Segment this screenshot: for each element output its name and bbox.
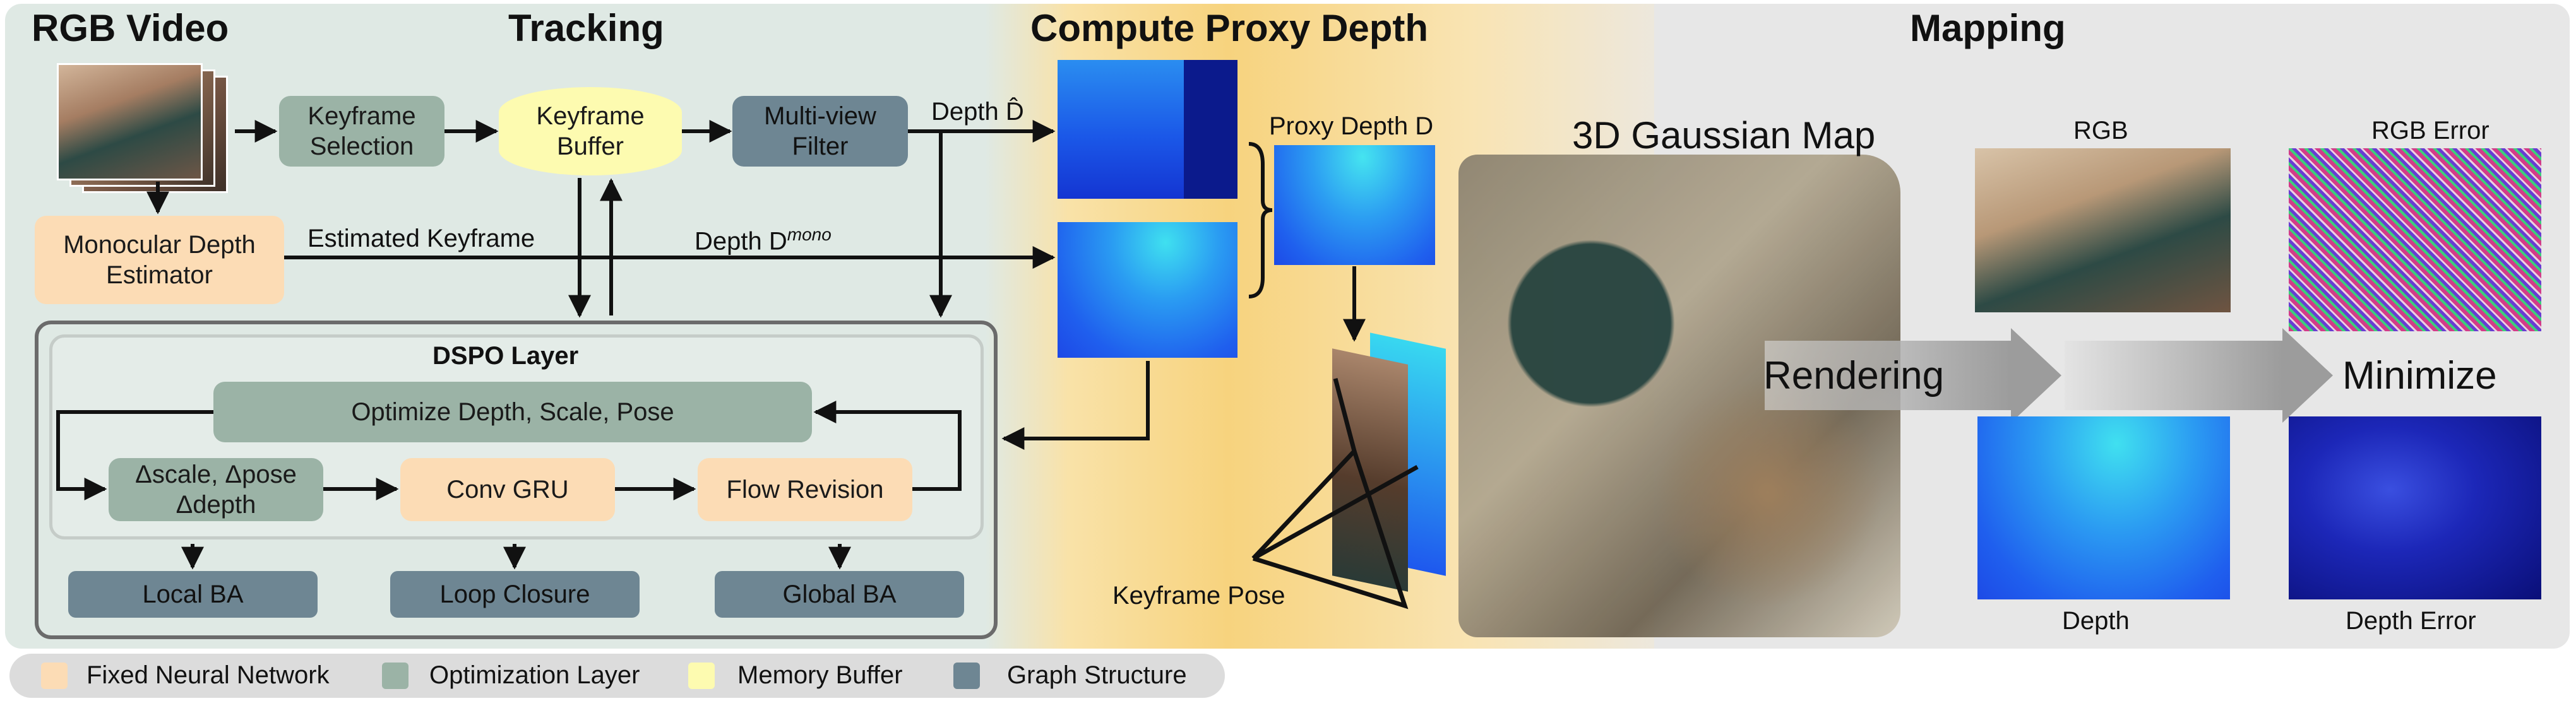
legend-label-optimization: Optimization Layer [429,661,640,689]
conv-gru-box: Conv GRU [400,458,615,521]
delta-scale-pose-depth-box: Δscale, Δpose Δdepth [109,458,323,521]
mapping-title: Mapping [1910,7,2066,49]
mono-depth-estimator-box: Monocular Depth Estimator [35,216,284,304]
mono-depth-image [1058,222,1237,358]
rendered-depth-label: Depth [2062,607,2130,635]
multiview-depth-image [1058,60,1237,199]
proxy-depth-label: Proxy Depth D [1269,112,1434,140]
depth-hat-label: Depth D̂ [931,98,1024,126]
local-ba-box: Local BA [68,571,318,618]
loop-right [813,401,962,491]
legend [9,654,1225,698]
estimated-keyframe-label: Estimated Keyframe [307,225,535,252]
optimize-depth-scale-pose-box: Optimize Depth, Scale, Pose [213,382,812,442]
legend-label-graph: Graph Structure [1007,661,1187,689]
rgb-video-frame [57,63,203,180]
depth-error-image [2289,416,2541,599]
loop-left [56,410,213,500]
depth-mono-label: Depth Dmono [695,225,832,256]
global-ba-box: Global BA [715,571,964,618]
frustum-edge-2 [1252,464,1419,561]
frustum [1251,447,1409,610]
proxy-brace [1248,142,1273,298]
proxy-depth-image [1274,145,1435,265]
frustum-edge [1333,378,1357,452]
minimize-arrow [2065,341,2282,410]
legend-swatch-graph [953,663,980,689]
rendered-depth-image [1977,416,2230,599]
gaussian-map-label: 3D Gaussian Map [1572,114,1876,156]
rgb-error-label: RGB Error [2371,117,2490,144]
multiview-filter-box: Multi-view Filter [732,96,908,167]
rendering-arrow-head [2011,328,2061,423]
legend-swatch-fixed [41,663,68,689]
minimize-arrow-head [2282,328,2333,423]
legend-label-fixed: Fixed Neural Network [86,661,330,689]
legend-swatch-memory [688,663,715,689]
minimize-label: Minimize [2342,354,2497,398]
rgb-video-title: RGB Video [32,7,229,49]
legend-label-memory: Memory Buffer [737,661,903,689]
rendered-rgb-label: RGB [2073,117,2128,144]
loop-closure-box: Loop Closure [390,571,640,618]
rendering-label: Rendering [1763,354,1945,398]
rendered-rgb-image [1975,148,2231,312]
tracking-title: Tracking [508,7,664,49]
multiview-depth-void [1184,60,1237,199]
keyframe-buffer-box: Keyframe Buffer [499,87,682,175]
keyframe-pose-label: Keyframe Pose [1112,582,1285,610]
depth-error-label: Depth Error [2346,607,2476,635]
legend-swatch-optimization [382,663,408,689]
arrow-depth-to-dspo [1001,361,1150,450]
keyframe-selection-box: Keyframe Selection [279,96,444,167]
rendering-arrow [1765,341,2011,410]
depth-mono-superscript: mono [787,225,832,244]
dspo-title: DSPO Layer [432,342,579,370]
proxy-depth-title: Compute Proxy Depth [1030,7,1429,49]
rgb-error-image [2289,148,2541,331]
dspo-outer-frame [35,321,998,639]
flow-revision-box: Flow Revision [698,458,912,521]
